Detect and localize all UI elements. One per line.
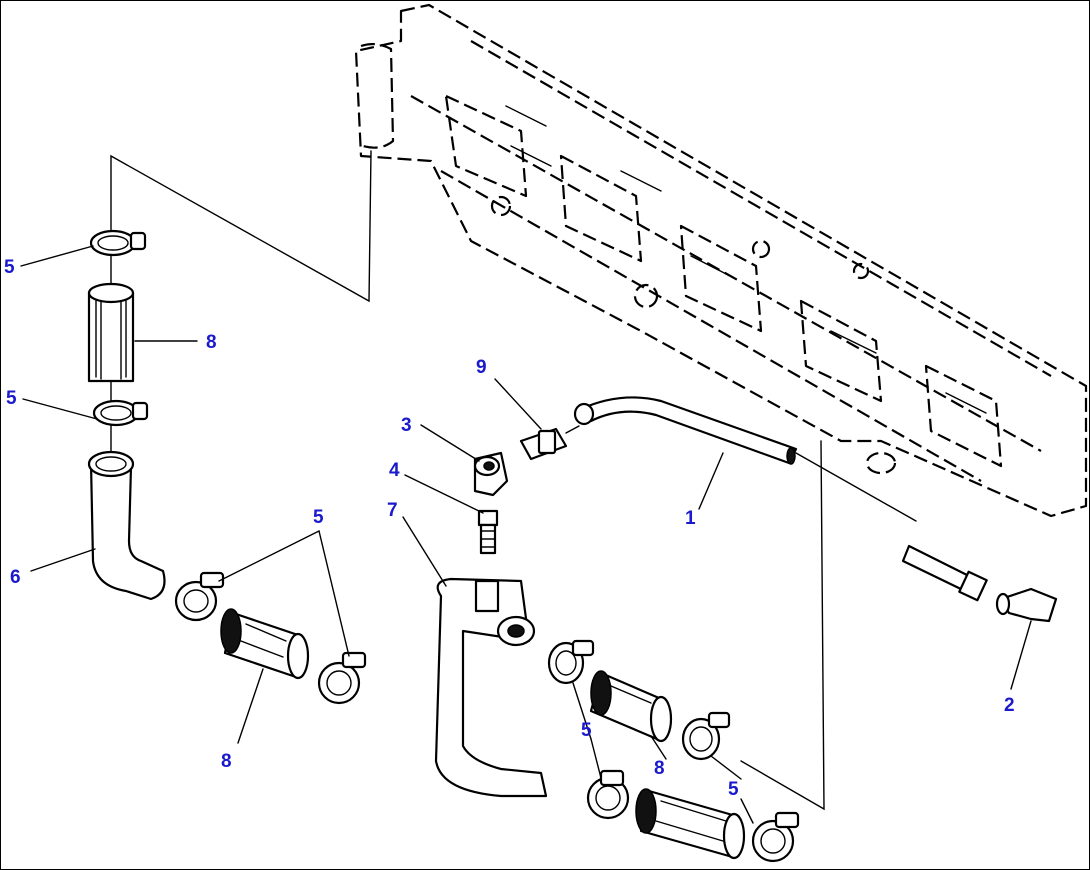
callout-8: 8 bbox=[654, 758, 665, 779]
hose bbox=[87, 282, 135, 383]
hose bbox=[635, 788, 746, 860]
elbow-fitting bbox=[995, 587, 1058, 623]
callout-8: 8 bbox=[221, 751, 232, 772]
callout-7: 7 bbox=[387, 500, 398, 521]
hose-clamp bbox=[174, 571, 225, 622]
elbow-fitting bbox=[473, 451, 509, 497]
connector bbox=[519, 425, 580, 461]
hose-clamp bbox=[92, 399, 149, 427]
callout-2: 2 bbox=[1004, 695, 1015, 716]
callout-1: 1 bbox=[685, 508, 696, 529]
tee-fitting bbox=[434, 577, 548, 798]
callout-4: 4 bbox=[389, 460, 400, 481]
hose-clamp bbox=[89, 229, 147, 257]
nipple bbox=[477, 509, 499, 555]
callout-3: 3 bbox=[401, 415, 412, 436]
callout-5: 5 bbox=[581, 720, 592, 741]
exhaust-manifold bbox=[354, 3, 1088, 518]
callout-8: 8 bbox=[206, 332, 217, 353]
callout-5: 5 bbox=[728, 779, 739, 800]
callout-6: 6 bbox=[10, 567, 21, 588]
hose-clamp bbox=[547, 639, 595, 685]
callout-5: 5 bbox=[4, 257, 15, 278]
elbow-pipe bbox=[87, 450, 166, 601]
callout-5: 5 bbox=[6, 388, 17, 409]
tube bbox=[573, 396, 798, 465]
connector bbox=[901, 544, 988, 602]
hose-clamp bbox=[317, 651, 367, 705]
hose-clamp bbox=[751, 811, 800, 863]
callout-5: 5 bbox=[313, 507, 324, 528]
leader-lines bbox=[20, 245, 1032, 824]
hose bbox=[589, 670, 673, 743]
callout-labels: 5 8 5 6 5 8 9 3 4 7 1 2 5 8 5 bbox=[4, 257, 1015, 800]
hose-clamp bbox=[586, 769, 630, 820]
reference-lines bbox=[110, 150, 917, 811]
callout-9: 9 bbox=[476, 357, 487, 378]
hose-clamp bbox=[681, 711, 731, 761]
hose bbox=[220, 608, 310, 680]
